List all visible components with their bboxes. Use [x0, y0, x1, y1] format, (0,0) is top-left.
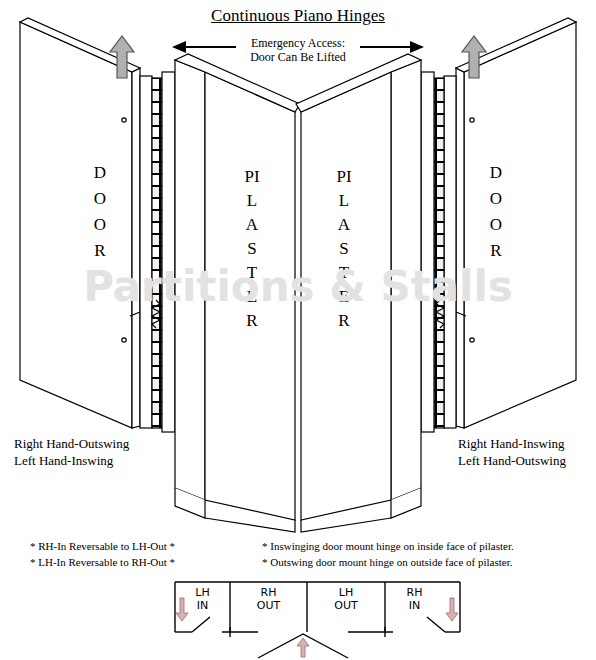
vertical-word: DOOR: [92, 160, 109, 264]
hand-label: Right Hand-Inswing: [458, 436, 565, 452]
pilaster-shoe: [205, 518, 295, 532]
panel-label: DOOR: [484, 160, 508, 264]
hand-label: Right Hand-Outswing: [14, 436, 129, 452]
hinge-leaf: [140, 76, 152, 428]
note: * LH-In Reversable to RH-Out *: [30, 556, 175, 569]
swing-code: LH OUT: [332, 586, 360, 612]
swing-code: RH IN: [401, 586, 429, 612]
hand-label: Left Hand-Inswing: [14, 453, 113, 469]
vertical-word: DOOR: [488, 160, 505, 264]
panel-label: DOOR: [88, 160, 112, 264]
watermark: Partitions & Stalls: [0, 262, 596, 312]
note: * RH-In Reversable to LH-Out *: [30, 540, 175, 553]
note: * Outswing door mount hinge on outside f…: [262, 556, 513, 569]
stall-plan: [175, 582, 460, 658]
door-face: [20, 22, 132, 428]
stall-cell: LH IN: [177, 586, 228, 612]
note: * Inswinging door mount hinge on inside …: [262, 540, 514, 553]
stall-cell: RH IN: [387, 586, 442, 612]
hinge-leaf: [162, 72, 175, 432]
swing-code: LH IN: [189, 586, 217, 612]
screw-hole: [122, 338, 126, 342]
stall-cell: LH OUT: [309, 586, 383, 612]
swing-code: RH OUT: [255, 586, 283, 612]
access-note: Emergency Access: Door Can Be Lifted: [238, 36, 358, 64]
spring-arm: [130, 312, 140, 316]
diagram-title: Continuous Piano Hinges: [0, 6, 596, 26]
stall-cell: RH OUT: [232, 586, 305, 612]
pilaster-shoe: [175, 488, 205, 518]
door-edge: [132, 68, 140, 428]
lift-arrow: [110, 36, 134, 78]
screw-hole: [122, 118, 126, 122]
hinge-knuckles: [152, 78, 162, 428]
hand-label: Left Hand-Outswing: [458, 453, 566, 469]
